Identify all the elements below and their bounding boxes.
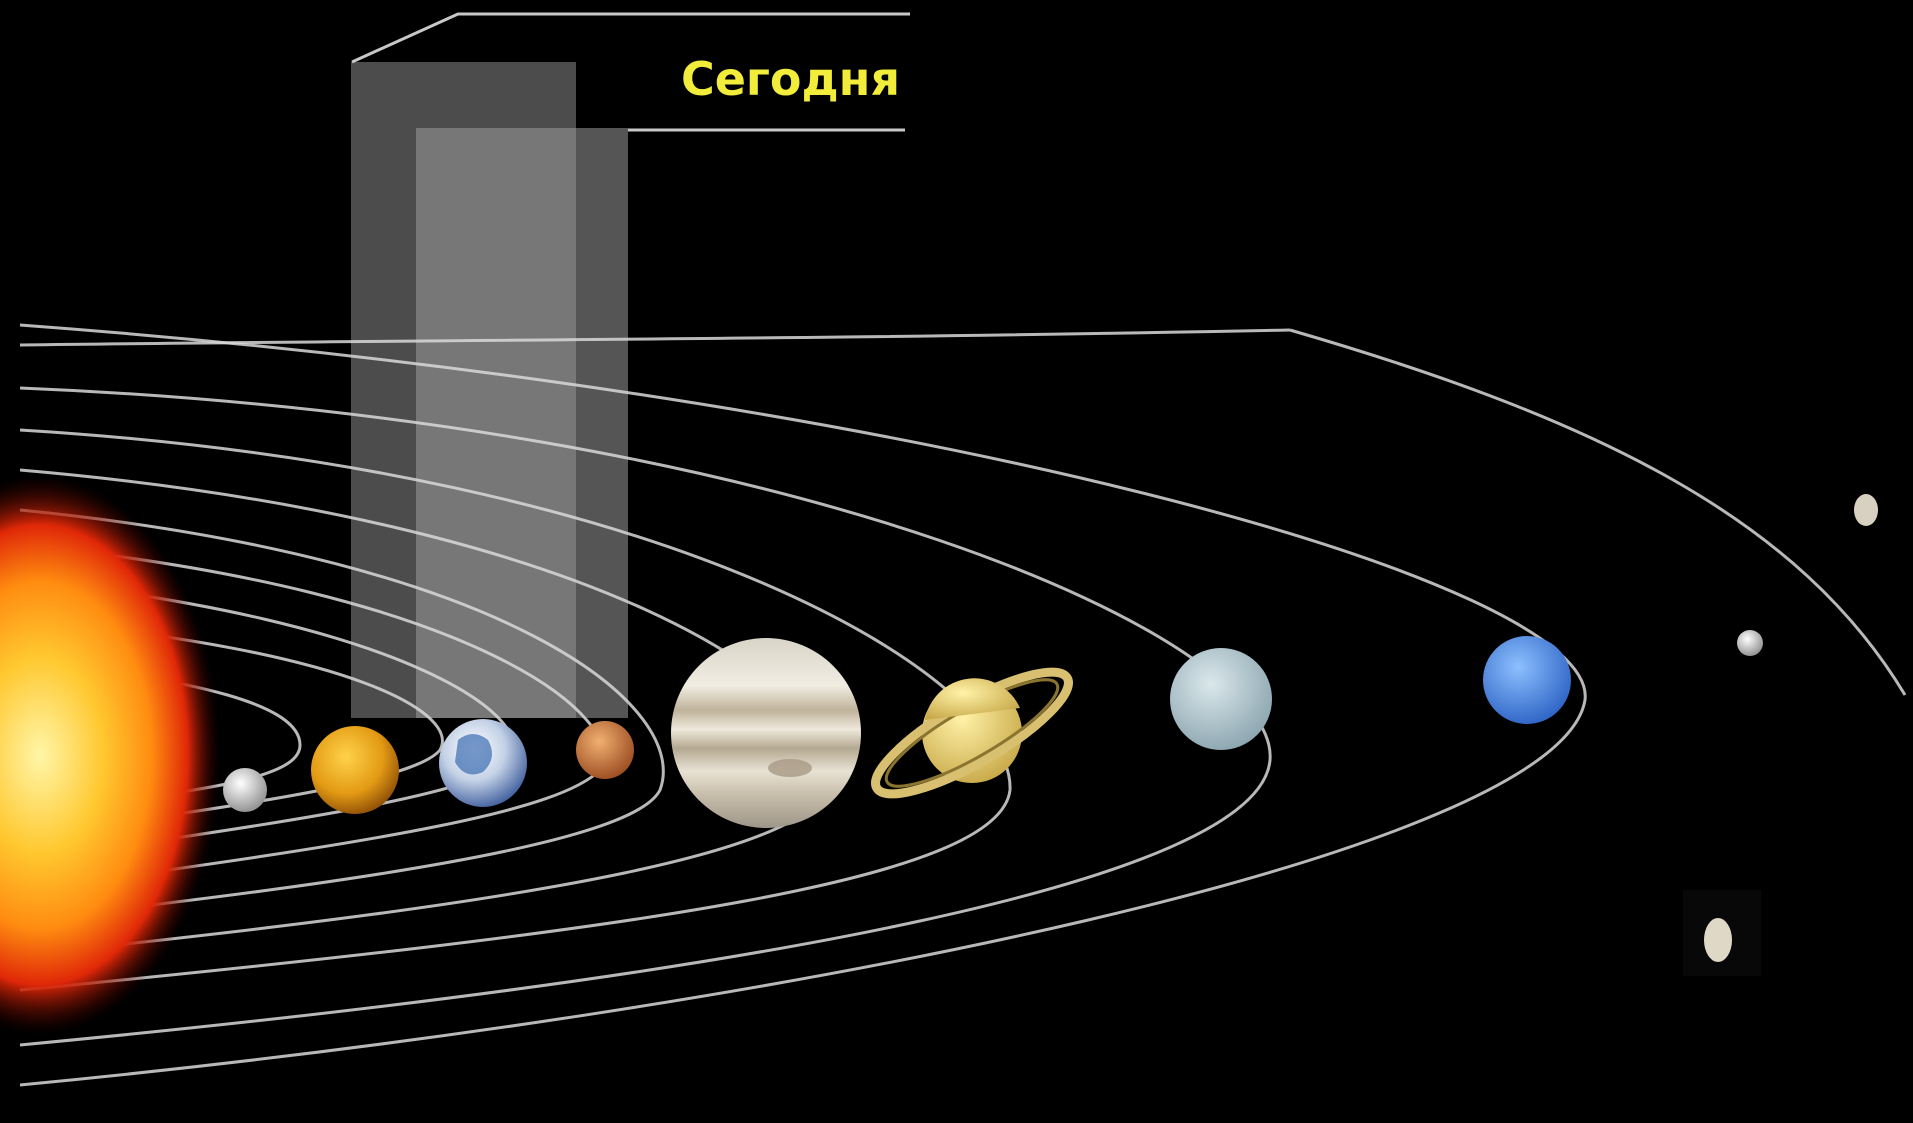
jupiter-icon bbox=[671, 638, 861, 828]
pluto-icon bbox=[1737, 630, 1763, 656]
asteroid-icon bbox=[1683, 494, 1878, 976]
saturn-icon bbox=[871, 667, 1073, 799]
uranus-icon bbox=[1170, 648, 1272, 750]
earth-icon bbox=[439, 719, 527, 807]
today-label: Сегодня bbox=[680, 52, 900, 106]
sun-icon bbox=[0, 475, 220, 1035]
mercury-icon bbox=[223, 768, 267, 812]
today-highlight bbox=[351, 12, 910, 718]
mars-icon bbox=[576, 721, 634, 779]
venus-icon bbox=[311, 726, 399, 814]
neptune-icon bbox=[1483, 636, 1571, 724]
